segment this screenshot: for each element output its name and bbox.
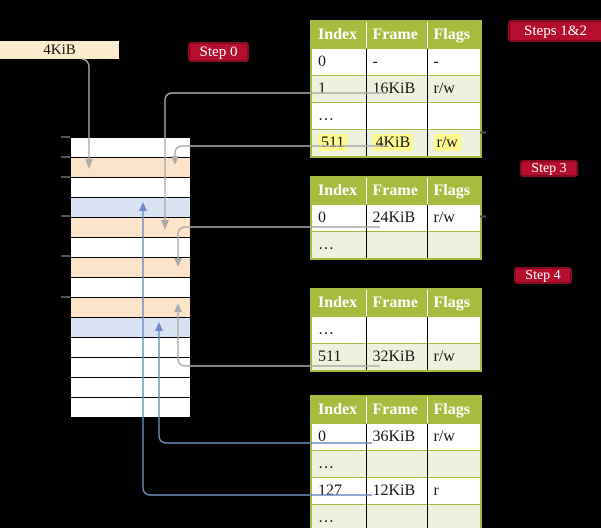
highlighted-value: r/w bbox=[433, 134, 461, 151]
table-row: … bbox=[311, 316, 481, 344]
table-cell: - bbox=[366, 48, 428, 76]
memory-tick-marks bbox=[61, 136, 70, 298]
page-size-label: 4KiB bbox=[43, 41, 76, 58]
column-header-flags: Flags bbox=[427, 396, 481, 424]
column-header-index: Index bbox=[311, 396, 367, 424]
memory-stack bbox=[70, 137, 191, 418]
table-cell: 511 bbox=[311, 129, 367, 157]
table-cell: 32KiB bbox=[366, 343, 428, 371]
column-header-flags: Flags bbox=[427, 177, 481, 205]
table-cell: … bbox=[311, 231, 367, 259]
column-header-index: Index bbox=[311, 21, 367, 49]
memory-row-1-peach bbox=[71, 158, 190, 178]
memory-row-3-blue bbox=[71, 198, 190, 218]
column-header-flags: Flags bbox=[427, 289, 481, 317]
table-row: … bbox=[311, 231, 481, 259]
column-header-flags: Flags bbox=[427, 21, 481, 49]
table-cell: r/w bbox=[427, 343, 481, 371]
column-header-frame: Frame bbox=[366, 289, 428, 317]
table-cell: 0 bbox=[311, 204, 367, 232]
table-cell: 0 bbox=[311, 48, 367, 76]
column-header-frame: Frame bbox=[366, 177, 428, 205]
table-cell: … bbox=[311, 450, 367, 478]
badge-steps-1-2-label: Steps 1&2 bbox=[524, 22, 587, 39]
memory-row-0-plain bbox=[71, 138, 190, 158]
memory-row-11-plain bbox=[71, 358, 190, 378]
memory-row-13-plain bbox=[71, 398, 190, 417]
table-cell bbox=[427, 102, 481, 130]
badge-step-3-label: Step 3 bbox=[531, 160, 567, 176]
highlighted-value: 511 bbox=[318, 134, 348, 151]
table-cell bbox=[366, 450, 428, 478]
memory-row-5-plain bbox=[71, 238, 190, 258]
table-cell bbox=[427, 450, 481, 478]
table-cell: r/w bbox=[427, 129, 481, 157]
table-cell bbox=[366, 504, 428, 528]
memory-row-7-plain bbox=[71, 278, 190, 298]
column-header-frame: Frame bbox=[366, 396, 428, 424]
table-cell: 4KiB bbox=[366, 129, 428, 157]
badge-steps-1-2: Steps 1&2 bbox=[508, 20, 601, 42]
badge-step-0: Step 0 bbox=[188, 42, 249, 62]
highlighted-value: 4KiB bbox=[372, 134, 414, 151]
table-cell: … bbox=[311, 102, 367, 130]
badge-step-4: Step 4 bbox=[514, 267, 572, 284]
table-cell: r/w bbox=[427, 75, 481, 103]
table-cell: r/w bbox=[427, 423, 481, 451]
table-cell: r/w bbox=[427, 204, 481, 232]
table-cell: 1 bbox=[311, 75, 367, 103]
table-row: 0-- bbox=[311, 48, 481, 76]
memory-row-10-plain bbox=[71, 338, 190, 358]
table-cell: 511 bbox=[311, 343, 367, 371]
page-size-box: 4KiB bbox=[0, 41, 119, 59]
table-cell: 16KiB bbox=[366, 75, 428, 103]
table-cell: r bbox=[427, 477, 481, 505]
memory-row-8-peach bbox=[71, 298, 190, 318]
table-row: … bbox=[311, 450, 481, 478]
table-cell: 0 bbox=[311, 423, 367, 451]
column-header-index: Index bbox=[311, 177, 367, 205]
table-cell: 24KiB bbox=[366, 204, 428, 232]
table-cell: 36KiB bbox=[366, 423, 428, 451]
table-row: 511 4KiB r/w bbox=[311, 129, 481, 157]
table-cell bbox=[427, 504, 481, 528]
table-cell bbox=[366, 231, 428, 259]
table-cell bbox=[427, 231, 481, 259]
memory-row-12-plain bbox=[71, 378, 190, 398]
column-header-frame: Frame bbox=[366, 21, 428, 49]
memory-row-9-blue bbox=[71, 318, 190, 338]
table-row: … bbox=[311, 102, 481, 130]
table-cell: - bbox=[427, 48, 481, 76]
column-header-index: Index bbox=[311, 289, 367, 317]
badge-step-3: Step 3 bbox=[520, 160, 578, 177]
memory-row-6-peach bbox=[71, 258, 190, 278]
table-cell: 12KiB bbox=[366, 477, 428, 505]
table-cell: … bbox=[311, 504, 367, 528]
table-cell: … bbox=[311, 316, 367, 344]
table-row: … bbox=[311, 504, 481, 528]
table-cell bbox=[366, 316, 428, 344]
memory-row-2-plain bbox=[71, 178, 190, 198]
table-cell: 127 bbox=[311, 477, 367, 505]
badge-step-4-label: Step 4 bbox=[525, 267, 561, 283]
badge-step-0-label: Step 0 bbox=[199, 43, 238, 60]
table-cell bbox=[427, 316, 481, 344]
memory-row-4-peach bbox=[71, 218, 190, 238]
table-cell bbox=[366, 102, 428, 130]
